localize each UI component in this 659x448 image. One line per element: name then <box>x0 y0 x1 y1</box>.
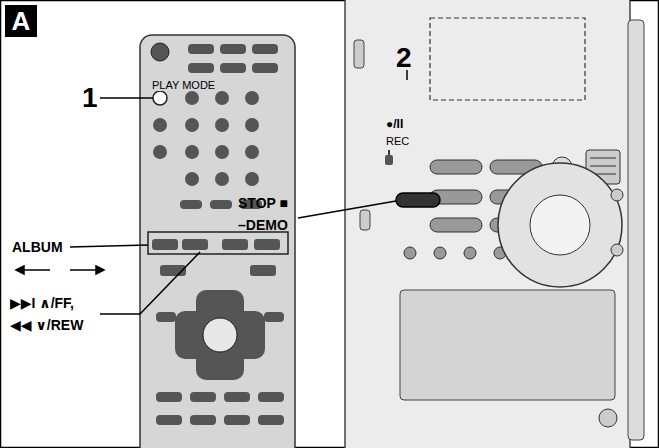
callout-number: 2 <box>396 44 412 72</box>
leader-lines <box>70 70 407 314</box>
button-label: ALBUM <box>12 240 63 254</box>
button-label: ▶▶I ∧/FF, <box>10 296 74 310</box>
album-arrows <box>16 266 104 274</box>
button-label: ●/II <box>386 118 403 130</box>
button-label: ◀◀ ∨/REW <box>10 318 83 332</box>
button-label: PLAY MODE <box>151 80 216 91</box>
button-label: STOP ■ <box>238 196 288 210</box>
main-unit <box>345 0 644 448</box>
section-letter: A <box>12 8 31 34</box>
callout-number: 1 <box>82 84 98 112</box>
button-label: –DEMO <box>238 218 288 232</box>
button-label: REC <box>386 136 409 147</box>
remote-control <box>140 35 295 448</box>
section-badge: A <box>5 5 37 37</box>
